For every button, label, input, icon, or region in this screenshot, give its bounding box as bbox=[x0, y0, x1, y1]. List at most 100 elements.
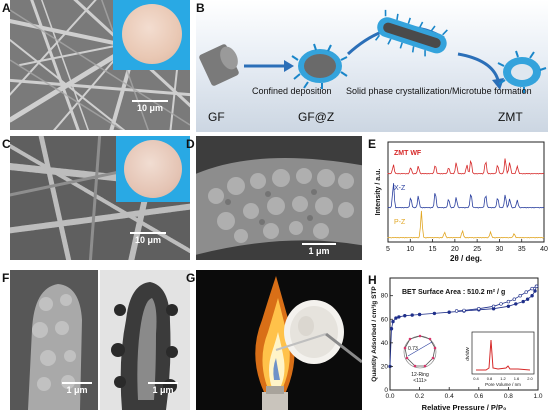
bet-desorption-point bbox=[454, 309, 459, 313]
tweezers-icon bbox=[275, 333, 327, 351]
bet-adsorption-point bbox=[391, 319, 395, 324]
bet-desorption-point bbox=[524, 290, 528, 294]
inset-xtick-label: 1.2 bbox=[500, 376, 506, 381]
bet-xtick-label: 0.4 bbox=[445, 393, 454, 400]
bet-adsorption-point bbox=[410, 313, 414, 317]
panel-b-schematic: Confined deposition Solid phase crystall… bbox=[196, 0, 548, 132]
xrd-label-xz: X-Z bbox=[394, 185, 406, 192]
xrd-label-pz: P-Z bbox=[394, 219, 406, 226]
bet-desorption-point bbox=[534, 284, 539, 288]
xrd-series-1 bbox=[387, 158, 545, 175]
bet-xtick-label: 0.0 bbox=[385, 393, 394, 400]
inset-ylabel: dV/dW bbox=[465, 347, 470, 361]
panel-f-sem-image: 1 μm bbox=[10, 270, 98, 410]
step2-label: Solid phase crystallization/Microtube fo… bbox=[346, 86, 532, 96]
bet-adsorption-point bbox=[403, 313, 407, 318]
gf-rod-icon bbox=[199, 44, 239, 86]
panel-a-inset-photo bbox=[113, 0, 190, 70]
xrd-xtick-label: 25 bbox=[473, 246, 481, 253]
xrd-xtick-label: 20 bbox=[451, 246, 459, 253]
bet-adsorption-point bbox=[514, 302, 518, 306]
xrd-xlabel: 2θ / deg. bbox=[450, 254, 482, 263]
bet-adsorption-point bbox=[530, 294, 534, 298]
bet-adsorption-point bbox=[533, 289, 537, 293]
bet-adsorption-point bbox=[432, 311, 437, 316]
bet-desorption-point bbox=[512, 297, 517, 301]
bet-adsorption-point bbox=[389, 326, 394, 331]
inset-xtick-label: 0.8 bbox=[487, 376, 493, 381]
xrd-xtick-label: 5 bbox=[386, 246, 390, 253]
bet-desorption-point bbox=[477, 306, 481, 311]
flame-icon bbox=[255, 276, 295, 400]
bet-adsorption-point bbox=[394, 316, 398, 320]
panel-f-right-scalebar: 1 μm bbox=[148, 382, 178, 395]
arrow-3-icon bbox=[457, 52, 500, 81]
inset-xtick-label: 0.4 bbox=[473, 376, 479, 381]
bet-desorption-point bbox=[462, 308, 466, 313]
gf-label: GF bbox=[208, 110, 225, 124]
panel-label-c: C bbox=[2, 137, 11, 151]
bet-adsorption-point bbox=[521, 299, 525, 304]
panel-c-sem-image: 10 μm bbox=[10, 136, 190, 260]
bet-frame bbox=[389, 277, 539, 391]
ring-label: 12-Ring bbox=[411, 372, 429, 378]
bet-ytick-label: 20 bbox=[381, 363, 389, 370]
bet-ylabel: Quantity Adsorbed / cm³/g STP bbox=[371, 286, 378, 382]
panel-label-f: F bbox=[2, 271, 10, 285]
single-tube-sem bbox=[10, 270, 98, 410]
xrd-xtick-label: 30 bbox=[496, 246, 504, 253]
panel-c-scalebar: 10 μm bbox=[130, 232, 166, 245]
bet-ytick-label: 60 bbox=[381, 316, 389, 323]
bet-adsorption-point bbox=[525, 297, 530, 301]
bet-adsorption-point bbox=[447, 310, 451, 314]
panel-g-photo bbox=[196, 270, 362, 410]
bet-xlabel: Relative Pressure / P/P₀ bbox=[422, 403, 507, 412]
flame-test-photo bbox=[196, 270, 362, 410]
step1-label: Confined deposition bbox=[252, 86, 332, 96]
panel-label-h: H bbox=[368, 273, 377, 287]
bet-xtick-label: 0.8 bbox=[504, 393, 513, 400]
bet-desorption-point bbox=[499, 302, 503, 306]
xrd-xtick-label: 15 bbox=[429, 246, 437, 253]
panel-f-tem-image: 1 μm bbox=[100, 270, 190, 410]
sample-disc bbox=[122, 4, 182, 64]
xrd-xtick-label: 40 bbox=[540, 246, 548, 253]
bet-annotation: BET Surface Area : 510.2 m² / g bbox=[402, 289, 505, 296]
ring-inset: 0.73 12-Ring <111> bbox=[403, 334, 437, 384]
xrd-series-2 bbox=[387, 183, 545, 209]
inset-xtick-label: 2.0 bbox=[527, 376, 533, 381]
sample-disc-photo bbox=[284, 300, 344, 364]
bet-adsorption-point bbox=[506, 304, 511, 308]
bet-desorption-point bbox=[518, 294, 522, 298]
panel-label-e: E bbox=[368, 137, 377, 151]
xrd-label-zmt: ZMT WF bbox=[394, 150, 422, 157]
inset-xtick-label: 1.6 bbox=[514, 376, 520, 381]
panel-d-scalebar: 1 μm bbox=[302, 243, 336, 256]
xrd-xtick-label: 35 bbox=[518, 246, 526, 253]
bet-desorption-point bbox=[506, 299, 511, 304]
bet-adsorption-point bbox=[397, 315, 401, 319]
bet-ytick-label: 80 bbox=[381, 293, 389, 300]
ring-size: 0.73 bbox=[408, 346, 418, 352]
panel-c-inset-photo bbox=[116, 136, 190, 202]
bet-xtick-label: 0.6 bbox=[474, 393, 483, 400]
panel-label-g: G bbox=[186, 271, 196, 285]
zmt-tube-icon bbox=[497, 50, 547, 93]
xrd-series-3 bbox=[387, 210, 545, 239]
bet-desorption-point bbox=[530, 286, 534, 291]
crystal-surface bbox=[196, 136, 362, 260]
panel-label-b: B bbox=[196, 1, 205, 15]
panel-a-scalebar: 10 μm bbox=[132, 100, 168, 113]
ring-sub: <111> bbox=[413, 378, 427, 384]
sample-disc bbox=[124, 140, 182, 198]
single-tube-tem bbox=[100, 270, 190, 410]
panel-label-a: A bbox=[2, 1, 11, 15]
inset-xlabel: Pore Volume / nm bbox=[485, 382, 521, 387]
bet-ytick-label: 40 bbox=[381, 340, 389, 347]
pore-inset: dV/dW Pore Volume / nm 0.4 0.8 1.2 1.6 2.0 bbox=[465, 331, 535, 387]
gfz-label: GF@Z bbox=[298, 110, 335, 124]
gfz-rod-icon bbox=[291, 43, 348, 89]
burner-icon bbox=[262, 386, 288, 410]
